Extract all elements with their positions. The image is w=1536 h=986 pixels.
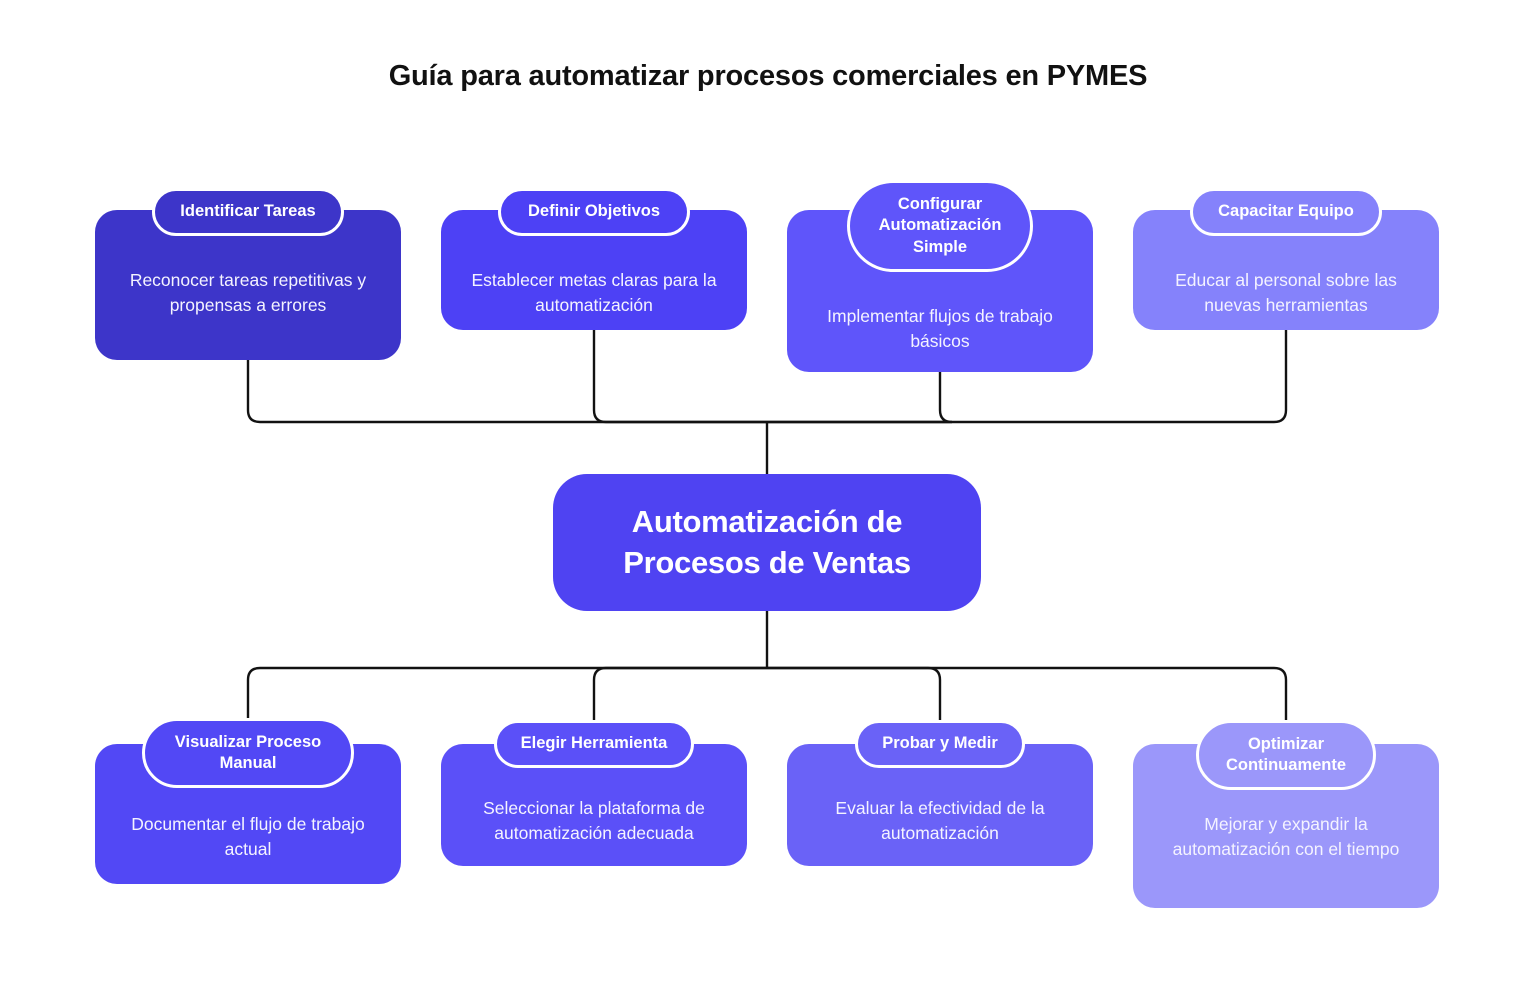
connector-top-1 bbox=[246, 360, 767, 424]
connector-bottom-3 bbox=[767, 666, 942, 722]
connector-bottom-2 bbox=[592, 666, 767, 722]
connector-bottom-4 bbox=[767, 666, 1288, 724]
node-body-1: Reconocer tareas repetitivas y propensas… bbox=[129, 270, 367, 315]
node-pill-identificar-tareas[interactable]: Identificar Tareas bbox=[152, 188, 344, 236]
node-body-7: Evaluar la efectividad de la automatizac… bbox=[835, 798, 1045, 843]
node-pill-capacitar-equipo[interactable]: Capacitar Equipo bbox=[1190, 188, 1382, 236]
node-pill-visualizar-proceso-manual[interactable]: Visualizar Proceso Manual bbox=[142, 718, 354, 788]
connector-top-3 bbox=[767, 372, 953, 424]
node-configurar-automatizacion-simple[interactable]: Implementar flujos de trabajo básicos bbox=[787, 210, 1093, 372]
node-pill-probar-y-medir[interactable]: Probar y Medir bbox=[855, 720, 1025, 768]
node-body-2: Establecer metas claras para la automati… bbox=[471, 270, 717, 315]
node-body-8: Mejorar y expandir la automatización con… bbox=[1172, 814, 1400, 859]
node-pill-elegir-herramienta[interactable]: Elegir Herramienta bbox=[494, 720, 694, 768]
center-node-label: Automatización de Procesos de Ventas bbox=[623, 503, 911, 580]
page-title: Guía para automatizar procesos comercial… bbox=[388, 60, 1148, 92]
connector-top-2 bbox=[592, 330, 767, 424]
node-pill-definir-objetivos[interactable]: Definir Objetivos bbox=[498, 188, 690, 236]
node-body-6: Seleccionar la plataforma de automatizac… bbox=[483, 798, 705, 843]
node-body-5: Documentar el flujo de trabajo actual bbox=[131, 814, 365, 859]
node-pill-optimizar-continuamente[interactable]: Optimizar Continuamente bbox=[1196, 720, 1376, 790]
node-pill-configurar-automatizacion-simple[interactable]: Configurar Automatización Simple bbox=[847, 180, 1033, 272]
node-center-automatizacion-procesos-ventas[interactable]: Automatización de Procesos de Ventas bbox=[553, 474, 981, 611]
node-body-3: Implementar flujos de trabajo básicos bbox=[827, 306, 1053, 351]
node-body-4: Educar al personal sobre las nuevas herr… bbox=[1175, 270, 1397, 315]
